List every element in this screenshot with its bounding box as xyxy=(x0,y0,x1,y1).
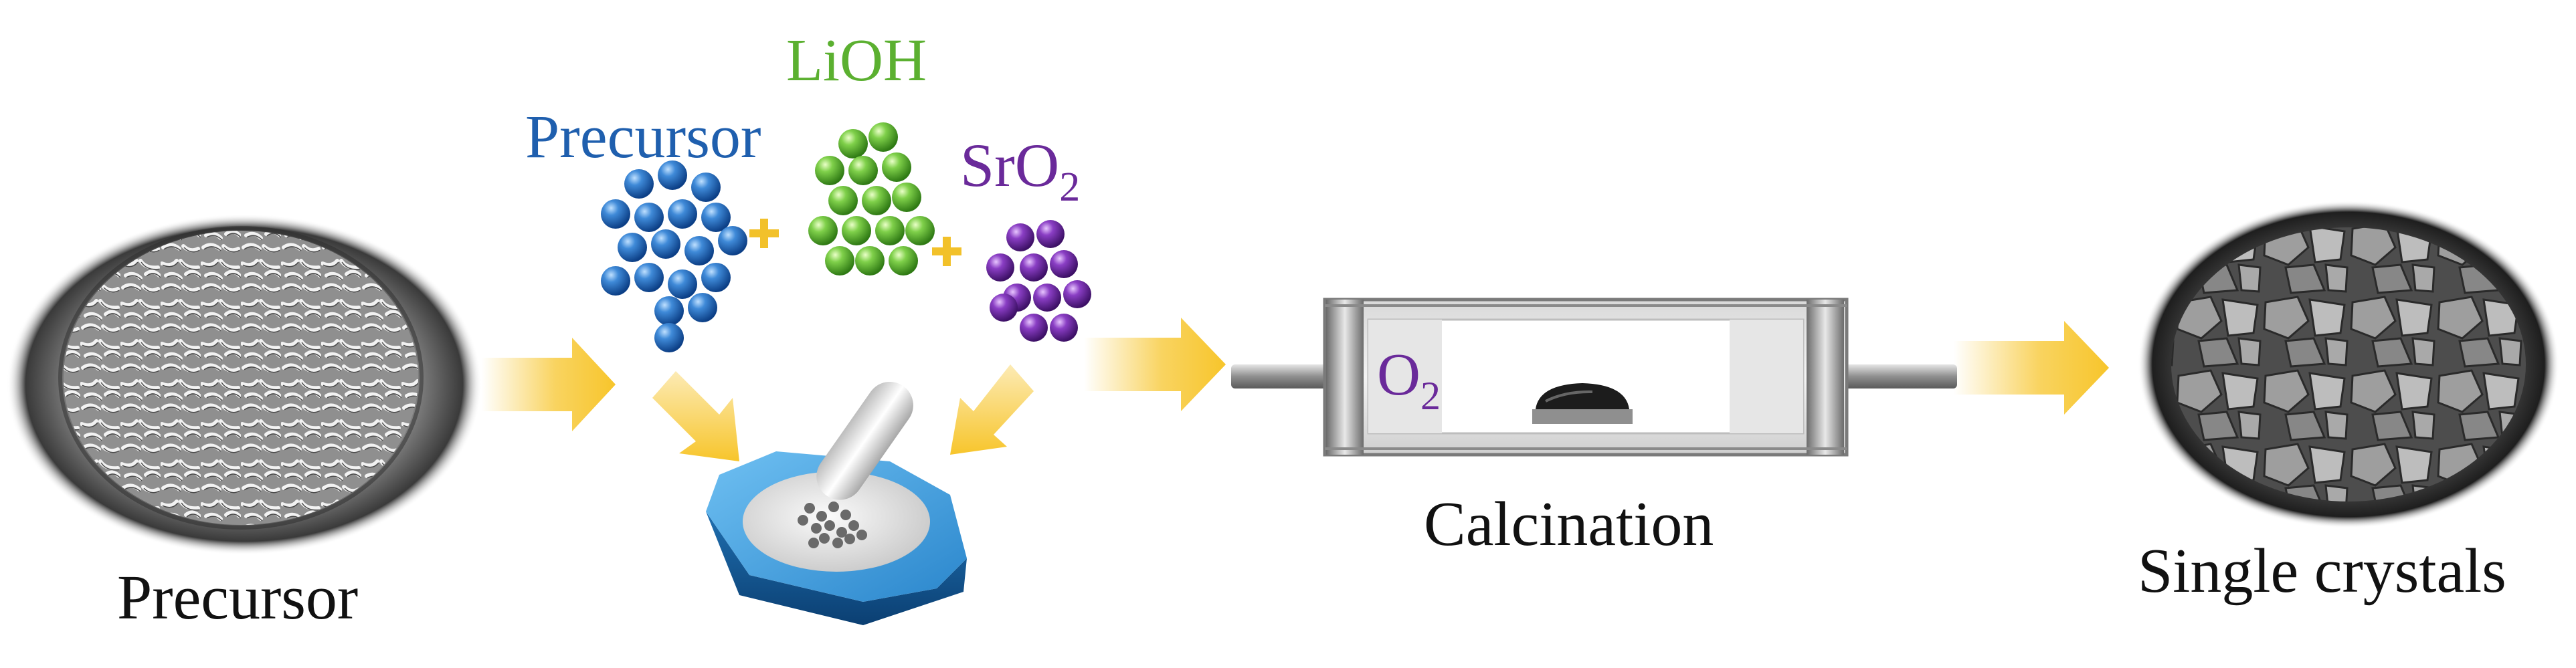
powder-particle xyxy=(856,530,867,540)
sphere xyxy=(634,263,664,292)
powder-particle xyxy=(798,515,808,526)
precursor-label: Precursor xyxy=(117,563,358,633)
blue-sphere-cluster xyxy=(601,160,747,352)
sphere xyxy=(701,203,731,232)
purple-sphere-cluster xyxy=(986,220,1091,342)
sphere xyxy=(1006,223,1034,251)
powder-particle xyxy=(819,533,830,544)
powder-particle xyxy=(832,538,843,548)
sphere xyxy=(1020,253,1048,282)
sphere xyxy=(1063,280,1091,308)
sphere xyxy=(1036,220,1065,248)
powder-particle xyxy=(804,503,815,514)
sphere xyxy=(718,226,747,255)
sphere xyxy=(892,183,921,212)
sphere xyxy=(1050,250,1078,278)
sphere xyxy=(882,152,911,182)
sphere xyxy=(1020,314,1048,342)
lioh-label: LiOH xyxy=(786,27,927,94)
o2-label: O2 xyxy=(1377,342,1441,418)
powder-particle xyxy=(828,502,839,512)
green-sphere-cluster xyxy=(808,122,935,275)
crucible-icon xyxy=(1532,383,1633,424)
sphere xyxy=(658,160,687,190)
sphere xyxy=(668,269,697,299)
sro2-subscript: 2 xyxy=(1059,164,1080,210)
sphere xyxy=(654,296,684,326)
powder-particle xyxy=(836,527,847,538)
plus-icon xyxy=(749,219,779,248)
arrow-right-icon xyxy=(1954,321,2109,415)
sphere xyxy=(828,186,858,215)
sphere xyxy=(842,216,871,245)
plus-icon xyxy=(932,237,961,266)
mortar-pestle-icon xyxy=(706,382,967,625)
sphere xyxy=(618,233,647,262)
sphere xyxy=(634,203,664,232)
sphere xyxy=(601,266,630,296)
precursor-sem-image xyxy=(7,214,482,555)
sphere xyxy=(701,263,731,292)
sphere xyxy=(684,236,714,265)
arrow-right-icon xyxy=(1084,318,1226,411)
o2-base: O xyxy=(1377,342,1420,408)
sphere xyxy=(688,293,717,322)
sphere xyxy=(815,156,844,185)
sphere xyxy=(654,323,684,352)
sphere xyxy=(862,186,891,215)
sphere xyxy=(808,216,838,245)
powder-particle xyxy=(840,510,851,520)
powder-particle xyxy=(848,520,859,531)
o2-subscript: 2 xyxy=(1420,374,1441,418)
powder-particle xyxy=(811,523,822,534)
sphere xyxy=(838,129,868,158)
powder-particle xyxy=(808,538,819,548)
sphere xyxy=(651,229,680,259)
sphere xyxy=(691,173,721,202)
sphere xyxy=(1050,314,1078,342)
sphere xyxy=(668,199,697,229)
sphere xyxy=(1033,284,1061,312)
sphere xyxy=(875,216,905,245)
precursor-reagent-label: Precursor xyxy=(525,102,761,171)
powder-particle xyxy=(844,534,855,544)
sphere xyxy=(868,122,898,152)
sphere xyxy=(990,294,1018,322)
sphere xyxy=(905,216,935,245)
arrow-down-icon xyxy=(652,371,739,461)
sro2-base: SrO xyxy=(960,131,1059,199)
sphere xyxy=(825,246,854,275)
mortar-powder xyxy=(798,502,867,548)
powder-particle xyxy=(824,520,835,531)
single-crystal-sem-image xyxy=(2138,201,2559,528)
sphere xyxy=(601,199,630,229)
single-crystals-label: Single crystals xyxy=(2138,536,2506,606)
arrow-down-icon xyxy=(950,364,1034,455)
sphere xyxy=(848,156,878,185)
sphere xyxy=(624,169,654,199)
tube-furnace-icon xyxy=(1231,298,1957,457)
calcination-label: Calcination xyxy=(1424,489,1714,559)
arrow-right-icon xyxy=(482,338,616,431)
sphere xyxy=(855,246,885,275)
sphere xyxy=(986,253,1014,282)
sro2-label: SrO2 xyxy=(960,131,1080,210)
powder-particle xyxy=(816,511,827,522)
sphere xyxy=(889,246,918,275)
